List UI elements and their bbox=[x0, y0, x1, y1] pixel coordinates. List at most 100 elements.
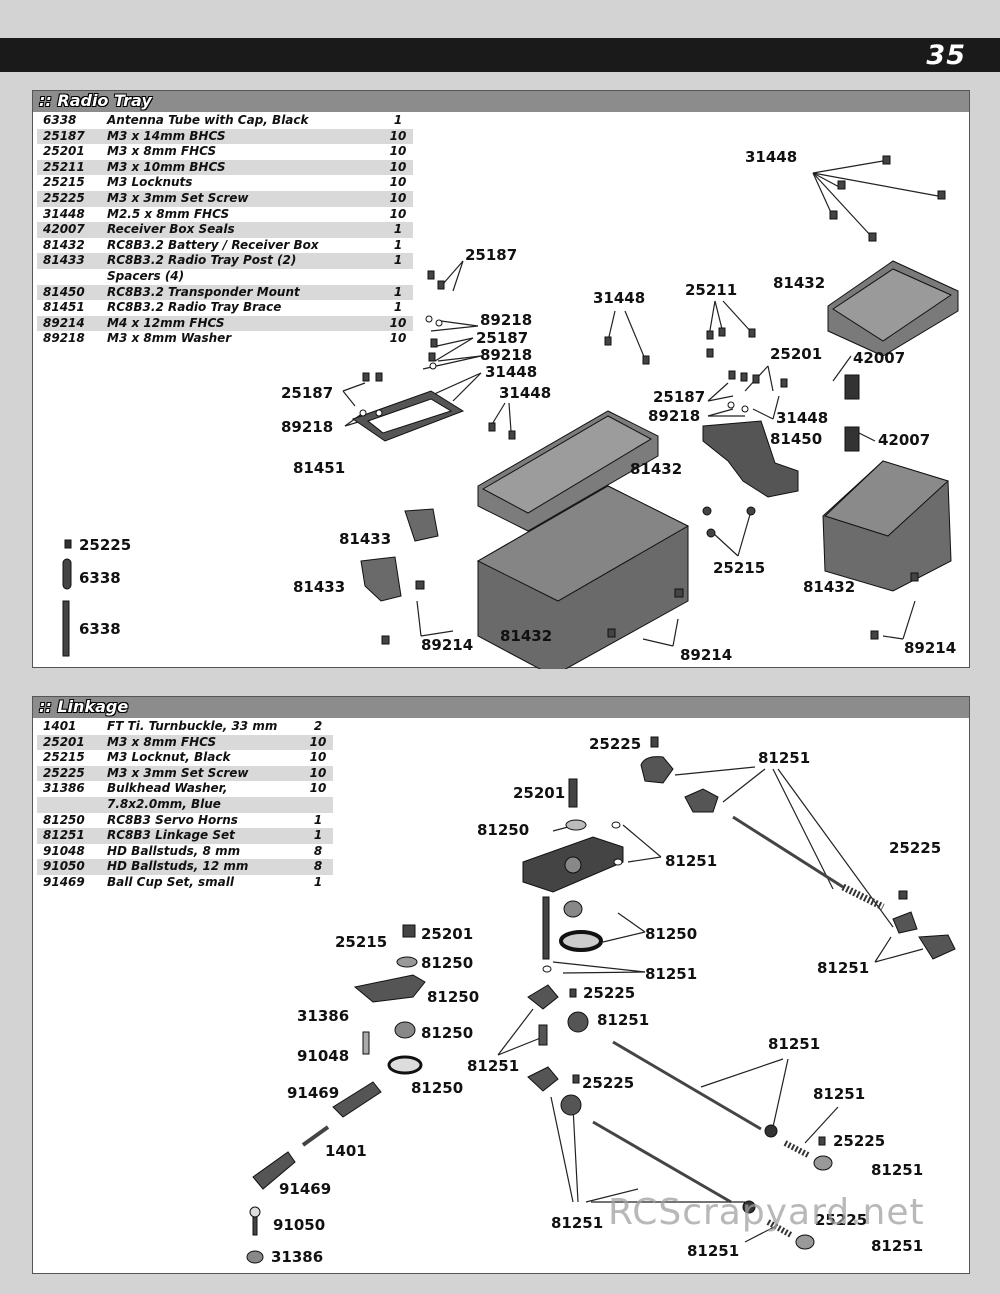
part-quantity: 1 bbox=[297, 828, 333, 844]
callout: 81251 bbox=[813, 1085, 866, 1103]
part-description: M4 x 12mm FHCS bbox=[101, 315, 377, 332]
part-description: RC8B3.2 Radio Tray Brace bbox=[107, 300, 282, 315]
callout: 91469 bbox=[279, 1180, 332, 1198]
part-quantity bbox=[297, 796, 333, 813]
part-description: Receiver Box Seals bbox=[101, 222, 377, 238]
callout: 89214 bbox=[421, 636, 474, 654]
radio-tray-header: :: Radio Tray bbox=[33, 91, 969, 112]
part-quantity: 1 bbox=[313, 874, 323, 889]
callout: 81250 bbox=[421, 1024, 474, 1042]
page-number: 35 bbox=[926, 40, 966, 71]
part-description: RC8B3.2 Transponder Mount bbox=[101, 284, 377, 301]
callout: 81432 bbox=[803, 578, 856, 596]
radio-tray-exploded-diagram bbox=[62, 155, 959, 669]
part-quantity: 1 bbox=[393, 237, 403, 252]
callout: 81432 bbox=[630, 460, 683, 478]
callout: 25187 bbox=[465, 246, 518, 264]
part-description: M3 x 10mm BHCS bbox=[101, 159, 377, 176]
part-quantity: 10 bbox=[389, 206, 407, 221]
part-number: 81433 bbox=[37, 253, 101, 269]
part-quantity: 1 bbox=[393, 113, 403, 128]
callout: 89218 bbox=[480, 346, 533, 364]
callout: 89214 bbox=[904, 639, 957, 657]
callout: 91469 bbox=[287, 1084, 340, 1102]
part-quantity: 1 bbox=[377, 284, 413, 301]
part-quantity: 10 bbox=[377, 315, 413, 332]
part-number: 1401 bbox=[43, 719, 77, 734]
callout: 81251 bbox=[817, 959, 870, 977]
watermark: RCScrapyard.net bbox=[608, 1192, 925, 1233]
callout: 25215 bbox=[335, 933, 388, 951]
parts-row: 31448 M2.5 x 8mm FHCS 10 bbox=[37, 207, 413, 223]
part-description: RC8B3 Servo Horns bbox=[107, 812, 238, 827]
radio-tray-title: :: Radio Tray bbox=[39, 91, 152, 110]
part-description: M3 Locknuts bbox=[107, 175, 193, 190]
part-quantity: 10 bbox=[389, 144, 407, 159]
callout: 81251 bbox=[687, 1242, 740, 1260]
part-description: M3 x 8mm Washer bbox=[107, 331, 232, 346]
callout: 81251 bbox=[768, 1035, 821, 1053]
part-number: 25211 bbox=[37, 159, 101, 176]
page-header-bar bbox=[0, 38, 1000, 72]
callout: 89218 bbox=[480, 311, 533, 329]
callout: 25211 bbox=[685, 281, 738, 299]
callout: 25225 bbox=[889, 839, 942, 857]
part-quantity: 2 bbox=[313, 719, 323, 734]
part-description: RC8B3.2 Battery / Receiver Box bbox=[107, 237, 319, 252]
part-number: 25225 bbox=[37, 765, 101, 782]
callout: 6338 bbox=[79, 569, 121, 587]
callout: 31448 bbox=[593, 289, 646, 307]
callout: 89218 bbox=[281, 418, 334, 436]
callout: 81433 bbox=[339, 530, 392, 548]
callout: 25225 bbox=[79, 536, 132, 554]
callout: 81251 bbox=[597, 1011, 650, 1029]
part-number: 31448 bbox=[43, 206, 85, 221]
callout: 81250 bbox=[411, 1079, 464, 1097]
callout: 25201 bbox=[770, 345, 823, 363]
callout: 81251 bbox=[551, 1214, 604, 1232]
part-number: 91469 bbox=[43, 874, 85, 889]
part-description: RC8B3.2 Radio Tray Post (2) bbox=[101, 253, 377, 269]
callout: 25215 bbox=[713, 559, 766, 577]
callout: 81251 bbox=[871, 1161, 924, 1179]
part-number: 6338 bbox=[43, 113, 77, 128]
part-description: M3 x 14mm BHCS bbox=[101, 128, 377, 145]
part-quantity: 1 bbox=[377, 253, 413, 269]
part-description: M3 Locknut, Black bbox=[107, 750, 231, 765]
part-quantity: 10 bbox=[377, 159, 413, 176]
part-number: 89218 bbox=[43, 331, 85, 346]
part-description: HD Ballstuds, 8 mm bbox=[107, 843, 241, 858]
callout: 81432 bbox=[500, 627, 553, 645]
linkage-exploded-diagram bbox=[246, 736, 956, 1264]
part-description: Bulkhead Washer, bbox=[107, 781, 228, 796]
part-number: 25215 bbox=[43, 750, 85, 765]
callout: 25187 bbox=[653, 388, 706, 406]
callout: 1401 bbox=[325, 1142, 367, 1160]
part-description: M2.5 x 8mm FHCS bbox=[107, 206, 230, 221]
parts-row: Spacers (4) bbox=[37, 269, 413, 285]
part-quantity: 1 bbox=[377, 222, 413, 238]
callout: 91048 bbox=[297, 1047, 350, 1065]
callout: 81251 bbox=[645, 965, 698, 983]
part-description: Spacers (4) bbox=[107, 268, 185, 283]
part-description: 7.8x2.0mm, Blue bbox=[101, 796, 297, 813]
callout: 81250 bbox=[477, 821, 530, 839]
linkage-title: :: Linkage bbox=[39, 697, 129, 716]
callout: 25187 bbox=[476, 329, 529, 347]
callout: 25225 bbox=[833, 1132, 886, 1150]
part-quantity: 10 bbox=[297, 765, 333, 782]
callout: 81251 bbox=[467, 1057, 520, 1075]
